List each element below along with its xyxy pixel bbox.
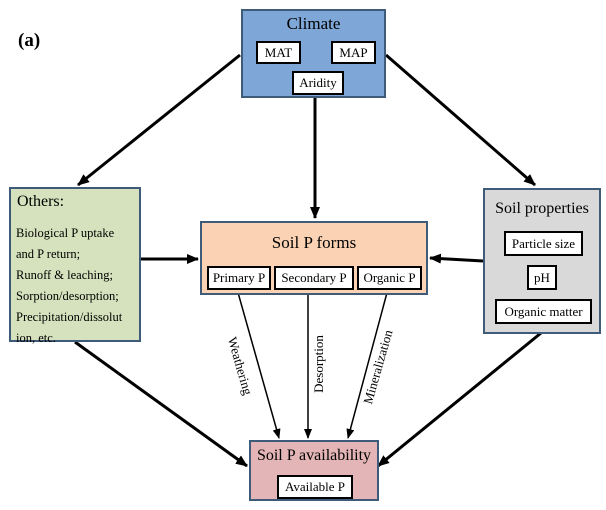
others-line-2: and P return; — [16, 247, 81, 261]
others-box: Others: Biological P uptake and P return… — [9, 187, 141, 345]
climate-box: Climate MAT MAP Aridity — [241, 9, 386, 98]
others-line-1: Biological P uptake — [16, 226, 115, 240]
soil-p-availability-title: Soil P availability — [256, 447, 372, 464]
arrow-climate-to-others — [77, 53, 241, 187]
organic-p-chip: Organic P — [357, 266, 422, 290]
others-title: Others: — [17, 193, 65, 210]
mat-chip: MAT — [256, 41, 301, 64]
secondary-p-chip: Secondary P — [274, 266, 354, 290]
others-line-4: Sorption/desorption; — [16, 289, 119, 303]
aridity-chip: Aridity — [292, 71, 344, 95]
soil-p-forms-title: Soil P forms — [271, 233, 357, 252]
arrow-others-to-soil-p-availability — [74, 340, 248, 468]
primary-p-chip: Primary P — [207, 266, 271, 290]
arrow-primary-p-weathering — [236, 288, 281, 439]
arrow-organic-p-mineralization — [346, 288, 389, 439]
particle-size-chip: Particle size — [504, 231, 583, 256]
available-p-chip: Available P — [277, 475, 353, 499]
soil-p-forms-box: Soil P forms Primary P Secondary P Organ… — [200, 221, 428, 295]
organic-matter-chip: Organic matter — [495, 299, 592, 324]
others-line-6: ion, etc. — [16, 331, 56, 345]
soil-properties-title: Soil properties — [495, 200, 589, 217]
others-line-3: Runoff & leaching; — [16, 268, 113, 282]
soil-properties-box: Soil properties Particle size pH Organic… — [483, 188, 601, 334]
climate-title: Climate — [286, 14, 341, 33]
panel-label: (a) — [18, 30, 41, 51]
ph-chip: pH — [527, 265, 557, 290]
arrow-soil-properties-to-soil-p-forms — [429, 253, 484, 264]
map-chip: MAP — [331, 41, 376, 64]
desorption-label: Desorption — [310, 335, 326, 393]
soil-p-availability-box: Soil P availability Available P — [249, 440, 379, 501]
arrow-climate-to-soil-properties — [385, 53, 536, 187]
arrow-soil-properties-to-soil-p-availability — [377, 331, 542, 468]
others-line-5: Precipitation/dissolut — [16, 310, 123, 324]
